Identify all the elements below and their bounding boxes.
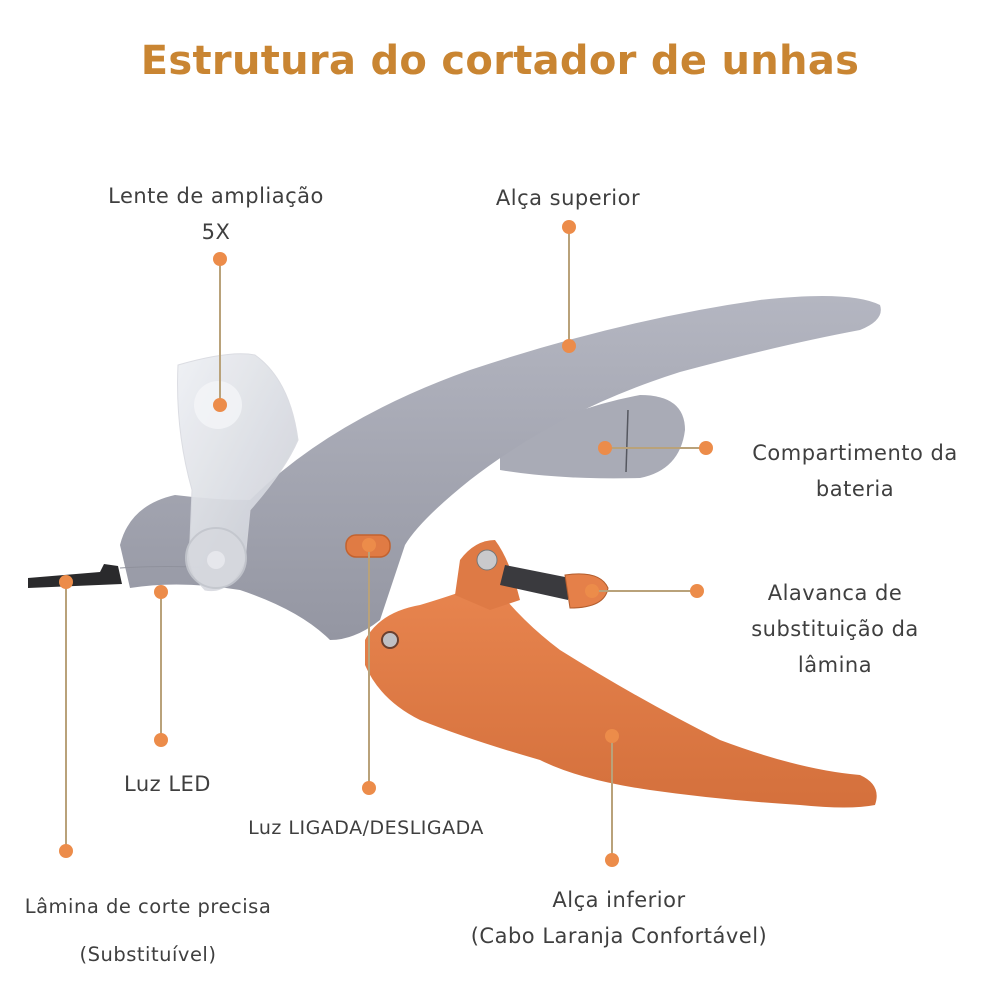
lower-handle <box>365 540 877 808</box>
cutting-blade <box>28 564 122 588</box>
callout-lines <box>65 228 706 860</box>
page-title: Estrutura do cortador de unhas <box>140 38 860 84</box>
label-led-light: Luz LED <box>124 772 211 796</box>
label-upper-handle: Alça superior <box>495 186 641 210</box>
label-blade-replacement-lever: Alavanca de substituição da lâmina <box>751 581 919 677</box>
label-cutting-blade: Lâmina de corte precisa (Substituível) <box>24 895 272 966</box>
label-lower-handle: Alça inferior (Cabo Laranja Confortável) <box>470 888 768 948</box>
label-power-switch: Luz LIGADA/DESLIGADA <box>248 817 484 839</box>
callout-dots <box>59 220 713 867</box>
label-battery-compartment: Compartimento da bateria <box>752 441 958 501</box>
battery-compartment <box>500 395 685 479</box>
label-magnifier-lens: Lente de ampliação 5X <box>108 184 324 244</box>
